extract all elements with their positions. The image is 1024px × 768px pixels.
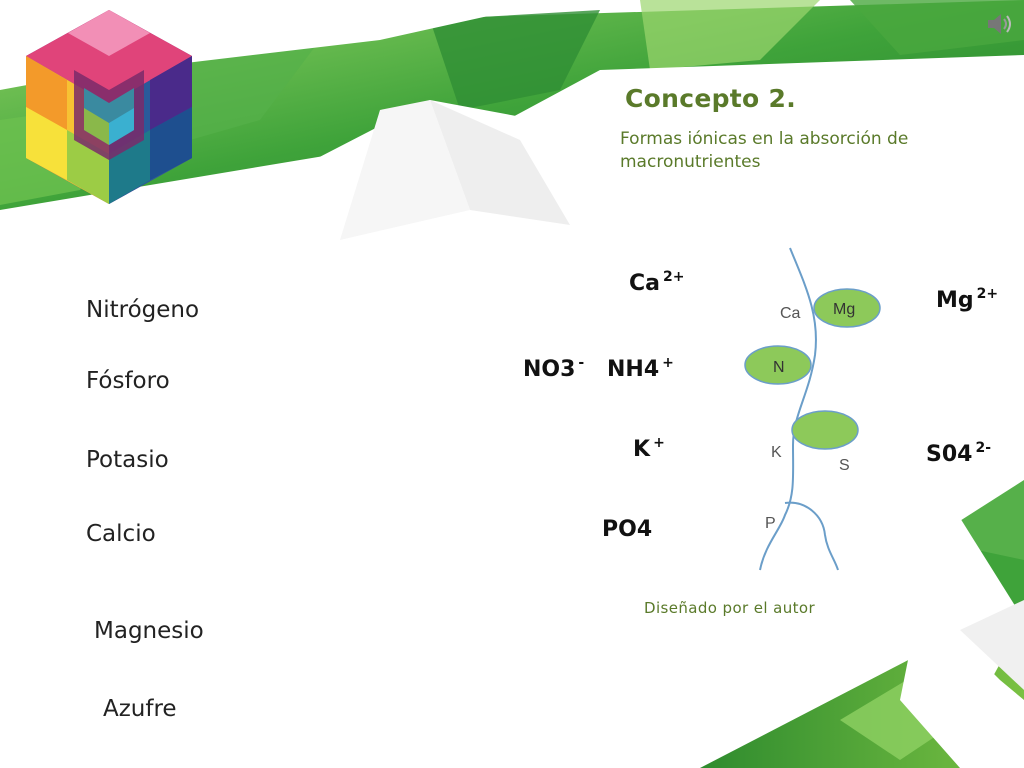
slide-subtitle: Formas iónicas en la absorción de macron…: [620, 129, 909, 172]
diagram-label-p: P: [765, 515, 776, 532]
ion-phosphate: PO4: [602, 517, 652, 542]
root-branch-line: [784, 501, 839, 571]
cube-logo-icon: [26, 10, 192, 204]
slide-title: Concepto 2.: [625, 84, 797, 113]
ion-ammonium-charge: +: [662, 355, 674, 371]
ellipse-mg: [813, 288, 881, 328]
nutrient-phosphorus: Fósforo: [86, 368, 170, 394]
credit-text: Diseñado por el autor: [644, 599, 816, 617]
diagram-label-s: S: [839, 457, 850, 474]
nutrient-potassium: Potasio: [86, 447, 169, 473]
diagram-label-ca: Ca: [780, 305, 801, 322]
ion-phosphate-base: PO4: [602, 517, 653, 542]
ion-sulfate-charge: 2-: [975, 440, 992, 456]
ion-nitrate-charge: -: [578, 355, 585, 371]
ion-nitrate: NO3-: [523, 355, 585, 382]
ion-potassium-charge: +: [653, 435, 665, 451]
ion-ammonium-base: NH4: [607, 357, 660, 382]
ion-magnesium-base: Mg: [936, 288, 974, 313]
diagram-label-mg: Mg: [833, 301, 855, 318]
ion-potassium-base: K: [633, 437, 651, 462]
diagram-label-k: K: [771, 444, 782, 461]
ion-magnesium-charge: 2+: [976, 286, 999, 302]
nutrient-calcium: Calcio: [86, 521, 156, 547]
ion-ammonium: NH4+: [607, 355, 674, 382]
diagram-label-n: N: [773, 359, 785, 376]
nutrient-nitrogen: Nitrógeno: [86, 297, 200, 323]
ellipse-unlabeled: [791, 410, 859, 450]
ion-sulfate-base: S04: [926, 442, 973, 467]
ion-potassium: K+: [633, 435, 665, 462]
root-diagram: Ca Mg N K S P: [744, 247, 881, 571]
ion-calcium-base: Ca: [629, 271, 660, 296]
ion-nitrate-base: NO3: [523, 357, 576, 382]
nutrient-sulfur: Azufre: [103, 696, 177, 722]
speaker-icon[interactable]: [986, 12, 1014, 36]
nutrient-magnesium: Magnesio: [94, 618, 204, 644]
ion-calcium-charge: 2+: [663, 269, 685, 285]
ellipse-n: [744, 345, 812, 385]
